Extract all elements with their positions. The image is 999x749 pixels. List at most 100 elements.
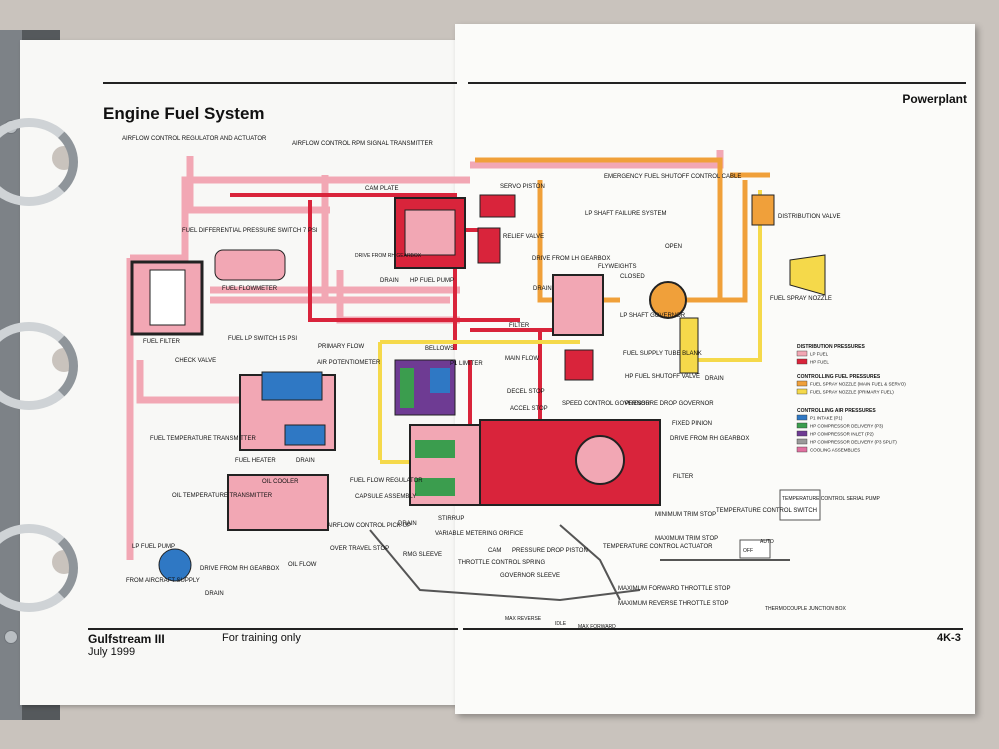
label-drain-lp-pump: DRAIN <box>205 591 224 597</box>
label-primary-flow: PRIMARY FLOW <box>318 344 364 350</box>
legend-primary-fuel: FUEL SPRAY NOZZLE (PRIMARY FUEL) <box>810 390 894 395</box>
label-fuel-flowmeter: FUEL FLOWMETER <box>222 286 278 292</box>
legend-swatch-main-fuel <box>796 380 808 387</box>
label-max-reverse: MAX REVERSE <box>505 616 542 622</box>
legend-p3-split: HP COMPRESSOR DELIVERY (P3 SPLIT) <box>810 440 897 445</box>
legend-swatch-lp-fuel <box>796 350 808 357</box>
footer-training-note: For training only <box>222 632 301 644</box>
label-airflow-control-transmitter: AIRFLOW CONTROL RPM SIGNAL TRANSMITTER <box>292 141 433 147</box>
cam-plate <box>404 209 456 256</box>
distribution-valve <box>751 194 775 226</box>
label-drain-regulator: DRAIN <box>398 521 417 527</box>
label-fuel-spray-nozzle: FUEL SPRAY NOZZLE <box>770 296 832 302</box>
temp-control-switch-box <box>779 489 821 521</box>
legend-swatch-hp-fuel <box>796 358 808 365</box>
label-drain-pump: DRAIN <box>380 278 399 284</box>
binder-ring <box>0 524 78 612</box>
label-emergency-fuel-cable: EMERGENCY FUEL SHUTOFF CONTROL CABLE <box>604 174 741 180</box>
hp-fuel-shutoff-valve <box>679 317 699 374</box>
label-hp-fuel-shutoff: HP FUEL SHUTOFF VALVE <box>625 374 700 380</box>
label-check-valve: CHECK VALVE <box>175 358 216 364</box>
label-max-reverse-throttle-stop: MAXIMUM REVERSE THROTTLE STOP <box>618 601 728 607</box>
legend-cooling: COOLING ASSEMBLIES <box>810 448 860 453</box>
binder-ring <box>0 118 78 206</box>
label-fuel-heater: FUEL HEATER <box>235 458 276 464</box>
page-number: 4K-3 <box>937 632 961 644</box>
label-off: OFF <box>743 548 753 554</box>
legend-swatch-cooling <box>796 446 808 453</box>
capsule-bellows-lower <box>415 478 455 496</box>
fuel-spray-nozzle <box>789 254 826 296</box>
legend-p2: HP COMPRESSOR INLET (P2) <box>810 432 874 437</box>
fuel-flowmeter-body <box>214 249 286 281</box>
label-oil-flow: OIL FLOW <box>288 562 317 568</box>
label-drain-heater: DRAIN <box>296 458 315 464</box>
label-rmg-sleeve: RMG SLEEVE <box>403 552 442 558</box>
fuel-filter-element <box>149 269 186 326</box>
bellows-p2 <box>400 368 414 408</box>
label-fixed-pinion: FIXED PINION <box>672 421 712 427</box>
legend-group2-title: CONTROLLING FUEL PRESSURES <box>797 374 881 380</box>
header-rule-left <box>103 82 457 84</box>
primary-fuel-lines <box>378 190 762 464</box>
shutoff-valve-wheel <box>649 281 687 319</box>
label-pressure-drop-piston: PRESSURE DROP PISTON <box>512 548 588 554</box>
label-flyweights: FLYWEIGHTS <box>598 264 637 270</box>
servo-piston <box>479 194 516 218</box>
label-drive-from-lh-gearbox: DRIVE FROM LH GEARBOX <box>532 256 610 262</box>
footer-date: July 1999 <box>88 646 136 658</box>
legend-p3: HP COMPRESSOR DELIVERY (P3) <box>810 424 884 429</box>
legend-group3-title: CONTROLLING AIR PRESSURES <box>797 408 876 414</box>
label-lp-fuel-pump: LP FUEL PUMP <box>132 544 175 550</box>
label-lp-shaft-governor: LP SHAFT GOVERNOR <box>620 313 686 319</box>
legend-swatch-p2 <box>796 430 808 437</box>
legend-hp-fuel: HP FUEL <box>810 360 829 365</box>
label-fuel-temp-transmitter: FUEL TEMPERATURE TRANSMITTER <box>150 436 256 442</box>
label-idle: IDLE <box>555 621 567 627</box>
label-minimum-trim-stop: MINIMUM TRIM STOP <box>655 512 716 518</box>
label-drive-from-rh-gearbox-2: DRIVE FROM RH GEARBOX <box>670 436 749 442</box>
label-governor-sleeve: GOVERNOR SLEEVE <box>500 573 560 579</box>
page-title: Engine Fuel System <box>103 104 265 123</box>
label-drive-from-rh-gearbox: DRIVE FROM RH GEARBOX <box>355 253 422 259</box>
footer-rule-right <box>463 628 963 630</box>
label-servo-piston: SERVO PISTON <box>500 184 545 190</box>
bellows-p1 <box>430 368 450 393</box>
off-auto-switch <box>739 539 771 559</box>
legend-swatch-primary-fuel <box>796 388 808 395</box>
label-accel-stop: ACCEL STOP <box>510 406 548 412</box>
label-lp-shaft-failure: LP SHAFT FAILURE SYSTEM <box>585 211 666 217</box>
label-fuel-flow-regulator: FUEL FLOW REGULATOR <box>350 478 423 484</box>
label-filter-governor: FILTER <box>509 323 530 329</box>
legend-lp-fuel: LP FUEL <box>810 352 829 357</box>
label-capsule-assembly: CAPSULE ASSEMBLY <box>355 494 416 500</box>
label-over-travel-stop: OVER TRAVEL STOP <box>330 546 389 552</box>
section-header: Powerplant <box>902 92 967 106</box>
lp-shaft-governor-body <box>552 274 604 336</box>
label-relief-valve: RELIEF VALVE <box>503 234 544 240</box>
lp-fuel-pump-impeller <box>158 548 192 582</box>
label-airflow-control-regulator: AIRFLOW CONTROL REGULATOR AND ACTUATOR <box>122 136 267 142</box>
label-main-flow: MAIN FLOW <box>505 356 539 362</box>
label-filter-control: FILTER <box>673 474 694 480</box>
label-fuel-supply-tube: FUEL SUPPLY TUBE BLANK <box>623 351 702 357</box>
fuel-heater-outlet <box>284 424 326 446</box>
label-bellows: BELLOWS <box>425 346 454 352</box>
label-pressure-drop-governor: PRESSURE DROP GOVERNOR <box>625 401 714 407</box>
label-p1-limiter: P1 LIMITER <box>450 361 483 367</box>
label-drain-shutoff: DRAIN <box>705 376 724 382</box>
legend-swatch-p1 <box>796 414 808 421</box>
label-fuel-filter: FUEL FILTER <box>143 339 181 345</box>
label-temperature-control-actuator: TEMPERATURE CONTROL ACTUATOR <box>603 544 713 550</box>
fuel-control-unit <box>479 419 661 506</box>
label-speed-control-governor: SPEED CONTROL GOVERNOR <box>562 401 650 407</box>
label-open: OPEN <box>665 244 682 250</box>
label-oil-cooler: OIL COOLER <box>262 479 299 485</box>
footer-manual-title: Gulfstream III <box>88 632 165 646</box>
label-drive-from-rh-gearbox-3: DRIVE FROM RH GEARBOX <box>200 566 279 572</box>
left-page <box>20 40 460 705</box>
label-closed: CLOSED <box>620 274 645 280</box>
label-airflow-control-pickup: AIRFLOW CONTROL PICK-UP <box>327 523 411 529</box>
label-from-aircraft-supply: FROM AIRCRAFT SUPPLY <box>126 578 200 584</box>
label-temp-datum-control: TEMPERATURE CONTROL SERIAL PUMP <box>782 496 881 502</box>
